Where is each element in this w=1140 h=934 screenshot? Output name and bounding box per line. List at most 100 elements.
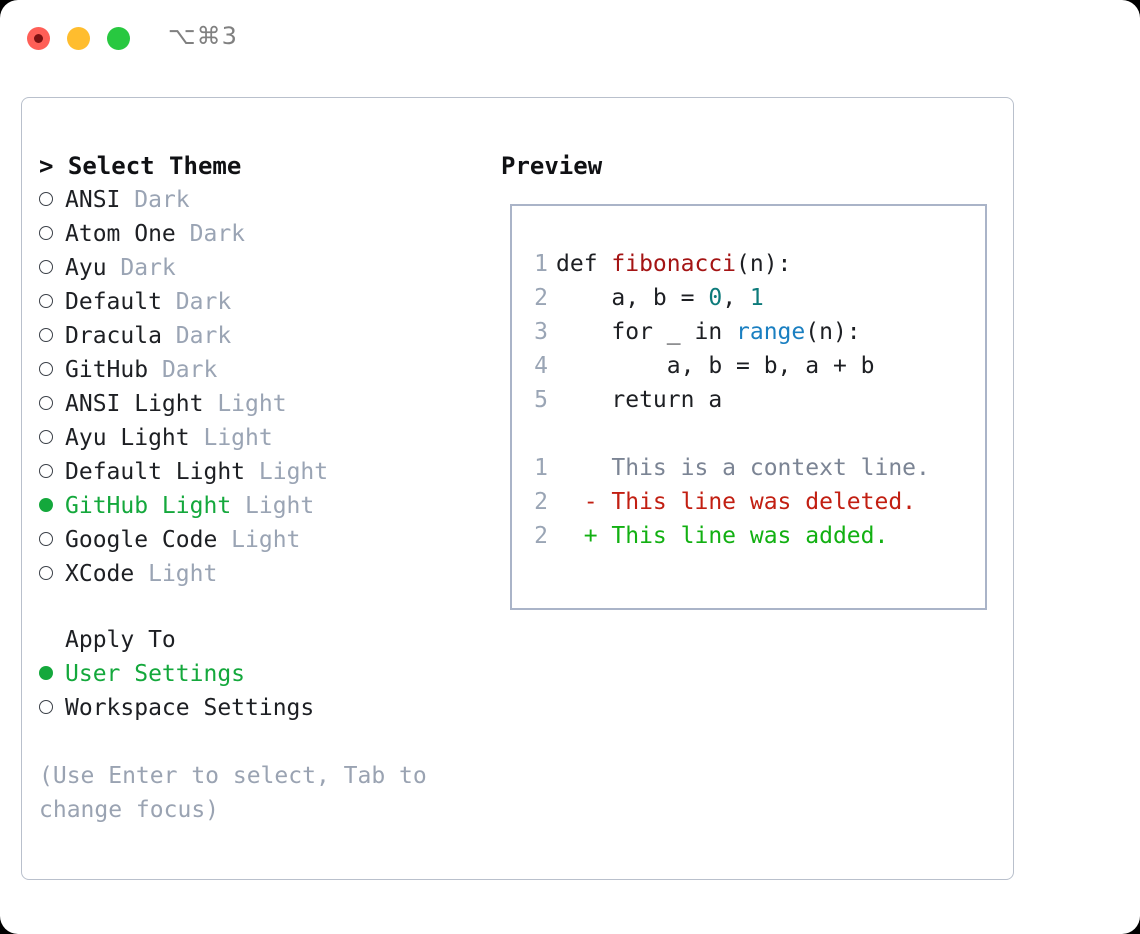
theme-option-label: Default Light xyxy=(65,459,259,485)
shortcut-label: ⌥⌘3 xyxy=(168,22,238,50)
code-diff-gap xyxy=(524,417,981,451)
code-token: (n): xyxy=(805,319,861,345)
radio-dot xyxy=(39,191,53,206)
theme-variant-tag: Dark xyxy=(175,323,232,349)
theme-option-github[interactable]: GitHub Dark xyxy=(39,353,479,387)
radio-dot xyxy=(39,699,53,714)
diff-text: - This line was deleted. xyxy=(556,489,917,515)
theme-variant-tag: Dark xyxy=(134,187,190,213)
theme-variant-tag: Dark xyxy=(175,289,232,315)
radio-empty-icon xyxy=(39,691,65,725)
radio-empty-icon xyxy=(39,183,65,217)
theme-option-dracula[interactable]: Dracula Dark xyxy=(39,319,479,353)
radio-empty-icon xyxy=(39,353,65,387)
theme-option-ansi[interactable]: ANSI Dark xyxy=(39,183,479,217)
line-number: 2 xyxy=(534,489,548,515)
radio-empty-icon xyxy=(39,421,65,455)
title-bar: ⌥⌘3 xyxy=(0,0,1140,76)
code-line: 5 return a xyxy=(524,383,981,417)
code-token: a, b = b, a + b xyxy=(556,353,875,379)
minimize-button[interactable] xyxy=(67,27,90,50)
radio-dot xyxy=(39,429,53,444)
radio-dot xyxy=(39,463,53,478)
line-number: 3 xyxy=(534,319,548,345)
theme-variant-tag: Light xyxy=(148,561,218,587)
theme-option-default[interactable]: Default Dark xyxy=(39,285,479,319)
radio-empty-icon xyxy=(39,319,65,353)
diff-line-del: 2 - This line was deleted. xyxy=(524,485,981,519)
radio-dot xyxy=(39,497,53,512)
radio-selected-icon xyxy=(39,657,65,691)
theme-option-ayu-light[interactable]: Ayu Light Light xyxy=(39,421,479,455)
apply-to-option-workspace-settings[interactable]: Workspace Settings xyxy=(39,691,479,725)
theme-option-default-light[interactable]: Default Light Light xyxy=(39,455,479,489)
radio-dot xyxy=(39,395,53,410)
diff-text: This is a context line. xyxy=(556,455,930,481)
radio-dot xyxy=(39,259,53,274)
diff-sample: 1 This is a context line.2 - This line w… xyxy=(524,451,981,553)
close-button[interactable] xyxy=(27,27,50,50)
theme-option-label: Google Code xyxy=(65,527,232,553)
line-number: 1 xyxy=(534,251,548,277)
code-token: 0 xyxy=(708,285,723,311)
diff-line-ctx: 1 This is a context line. xyxy=(524,451,981,485)
line-number: 4 xyxy=(534,353,548,379)
theme-option-ayu[interactable]: Ayu Dark xyxy=(39,251,479,285)
code-token: 1 xyxy=(749,285,764,311)
keyboard-hint: (Use Enter to select, Tab to change focu… xyxy=(39,763,427,823)
radio-empty-icon xyxy=(39,251,65,285)
code-token: def xyxy=(556,251,612,277)
code-token: return a xyxy=(556,387,723,413)
apply-to-option-label: Workspace Settings xyxy=(65,695,315,721)
theme-option-atom-one[interactable]: Atom One Dark xyxy=(39,217,479,251)
theme-option-label: Ayu Light xyxy=(65,425,204,451)
theme-option-google-code[interactable]: Google Code Light xyxy=(39,523,479,557)
apply-to-title: Apply To xyxy=(65,627,176,653)
prompt-caret: > xyxy=(39,152,68,180)
section-gap xyxy=(39,591,479,623)
theme-variant-tag: Dark xyxy=(120,255,176,281)
preview-title: Preview xyxy=(501,152,603,180)
code-token: a, b = xyxy=(556,285,709,311)
radio-selected-icon xyxy=(39,489,65,523)
theme-variant-tag: Light xyxy=(245,493,315,519)
line-number: 2 xyxy=(534,285,548,311)
radio-empty-icon xyxy=(39,285,65,319)
theme-variant-tag: Light xyxy=(258,459,329,485)
theme-option-label: Default xyxy=(65,289,176,315)
theme-option-label: Ayu xyxy=(65,255,121,281)
theme-option-label: GitHub Light xyxy=(65,493,246,519)
diff-line-add: 2 + This line was added. xyxy=(524,519,981,553)
theme-option-label: ANSI xyxy=(65,187,135,213)
maximize-button[interactable] xyxy=(107,27,130,50)
theme-option-label: Dracula xyxy=(65,323,176,349)
theme-variant-tag: Dark xyxy=(189,221,246,247)
line-number: 2 xyxy=(534,523,548,549)
theme-option-github-light[interactable]: GitHub Light Light xyxy=(39,489,479,523)
apply-to-option-label: User Settings xyxy=(65,661,246,687)
code-token: range xyxy=(736,319,806,345)
radio-empty-icon xyxy=(39,523,65,557)
code-line: 2 a, b = 0, 1 xyxy=(524,281,981,315)
line-number: 1 xyxy=(534,455,548,481)
theme-option-xcode[interactable]: XCode Light xyxy=(39,557,479,591)
code-line: 4 a, b = b, a + b xyxy=(524,349,981,383)
radio-empty-icon xyxy=(39,217,65,251)
diff-text: + This line was added. xyxy=(556,523,889,549)
theme-option-ansi-light[interactable]: ANSI Light Light xyxy=(39,387,479,421)
page-title: > Select Theme xyxy=(39,149,479,183)
radio-empty-icon xyxy=(39,387,65,421)
page-title-text: Select Theme xyxy=(67,152,242,180)
apply-to-option-user-settings[interactable]: User Settings xyxy=(39,657,479,691)
code-token: (n): xyxy=(736,251,792,277)
radio-dot xyxy=(39,665,53,680)
hint-gap xyxy=(39,725,479,759)
